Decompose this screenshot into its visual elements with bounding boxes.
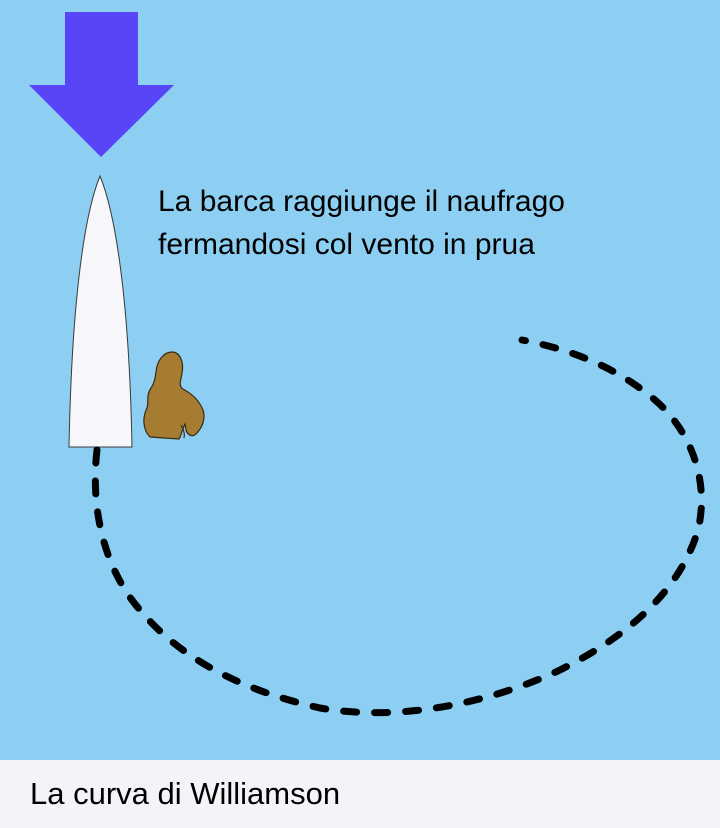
caption-bar: La curva di Williamson xyxy=(0,760,720,828)
annotation-line-1: La barca raggiunge il naufrago xyxy=(158,185,565,218)
annotation-text: La barca raggiunge il naufrago fermandos… xyxy=(158,180,678,266)
diagram-graphics xyxy=(29,12,705,717)
diagram-canvas: La barca raggiunge il naufrago fermandos… xyxy=(0,0,720,760)
wind-arrow-icon xyxy=(29,12,174,157)
annotation-line-2: fermandosi col vento in prua xyxy=(158,228,535,261)
person-in-water-icon xyxy=(143,351,205,440)
boat-hull-icon xyxy=(68,174,133,448)
figure-caption: La curva di Williamson xyxy=(30,776,341,811)
williamson-turn-path xyxy=(91,336,705,717)
